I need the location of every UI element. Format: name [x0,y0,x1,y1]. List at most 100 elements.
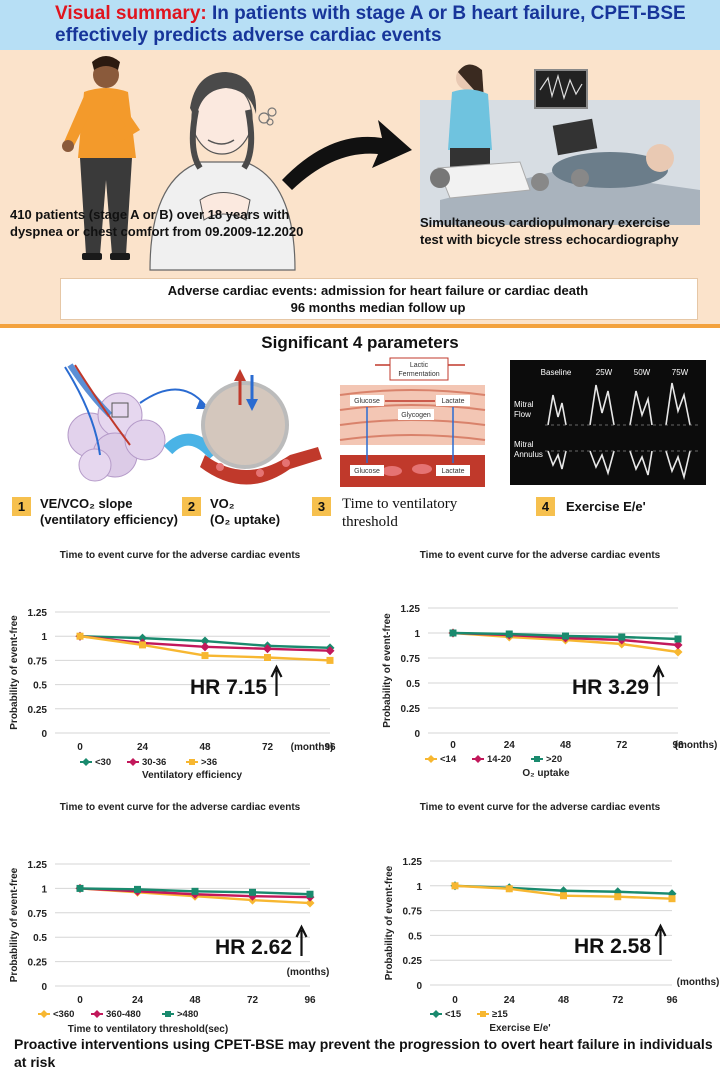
y-axis-label: Probability of event-free [9,867,20,982]
x-tick-label: 24 [132,995,144,1006]
legend-label: 14-20 [487,754,511,765]
x-tick-label: 72 [616,740,628,751]
chart-exercise-e-e-prime: Time to event curve for the adverse card… [384,802,719,1034]
test-caption-line1: Simultaneous cardiopulmonary exercise [420,215,670,230]
mitral-doppler-panel: Baseline 25W 50W 75W Mitral Flow Mitral … [510,360,706,485]
data-point [263,644,272,654]
parameter-2-label: VO₂ (O₂ uptake) [210,496,281,527]
up-arrow-head [295,924,308,938]
x-tick-label: 96 [666,995,678,1006]
legend-label: >36 [201,757,217,768]
test-caption-line2: test with bicycle stress echocardiograph… [420,232,679,247]
x-tick-label: 48 [560,740,572,751]
x-tick-label: 72 [612,995,624,1006]
y-tick-label: 0.75 [28,909,48,920]
chart-title: Time to event curve for the adverse card… [420,550,661,561]
x-axis-label: Ventilatory efficiency [142,770,242,780]
parameters-illustration: Lactic Fermentation Glucose Lactate Glyc… [64,357,706,487]
parameters-title: Significant 4 parameters [261,333,459,352]
y-tick-label: 0.25 [28,705,48,716]
lactate-label-top: Lactate [442,398,465,405]
chart-title: Time to event curve for the adverse card… [420,802,661,813]
chart-title: Time to event curve for the adverse card… [60,550,301,561]
glycogen-label: Glycogen [401,412,431,419]
data-point [667,889,677,899]
page-title: Visual summary: In patients with stage A… [55,3,695,47]
legend-label: 360-480 [106,1009,141,1020]
fermentation-label: Fermentation [398,371,439,378]
data-point [191,887,199,895]
data-point [674,635,682,643]
data-point [306,890,314,898]
legend-marker [480,1011,486,1017]
y-tick-label: 0 [41,982,47,993]
legend-label: 30-36 [142,757,166,768]
patients-caption-line1: 410 patients (stage A or B) over 18 year… [10,207,290,222]
y-axis-label: Probability of event-free [384,865,395,980]
alveoli-illustration [64,363,166,482]
parameter-3-label: Time to ventilatory threshold [342,496,458,530]
adverse-events-line2: 96 months median follow up [290,300,466,315]
muscle-metabolism-illustration: Lactic Fermentation Glucose Lactate Glyc… [339,357,486,487]
y-tick-label: 0.5 [33,681,47,692]
data-point [76,884,84,892]
legend-marker [534,756,540,762]
mitral-flow-label-b: Flow [514,410,531,419]
data-point [560,892,567,900]
data-point [134,885,141,893]
legend-label: <15 [445,1009,462,1020]
y-tick-label: 0.25 [403,956,423,967]
glucose-label-top: Glucose [354,398,380,405]
y-tick-label: 0.75 [28,656,48,667]
data-point [249,888,256,896]
x-tick-label: 48 [558,995,570,1006]
hazard-ratio-label: HR 7.15 [190,676,267,699]
parameter-1-label: VE/VCO₂ slope (ventilatory efficiency) [40,496,178,527]
data-point [305,898,315,908]
x-tick-label: 48 [199,742,211,753]
legend-label: ≥15 [492,1009,508,1020]
adverse-events-box [60,278,698,320]
x-tick-label: 96 [304,995,316,1006]
y-tick-label: 0 [41,729,47,740]
x-unit-label: (months) [287,967,330,978]
y-tick-label: 0.5 [33,933,47,944]
x-tick-label: 72 [262,742,274,753]
title-blue: In patients with stage A or B heart fail… [55,3,686,46]
data-point [76,632,84,640]
band-divider [0,324,720,328]
y-tick-label: 1.25 [403,857,423,868]
x-unit-label: (months) [291,742,334,753]
data-point [618,633,626,641]
up-arrow-head [270,664,283,678]
x-axis-label: Time to ventilatory threshold(sec) [68,1024,228,1034]
y-tick-label: 0.5 [408,931,422,942]
y-tick-label: 0.25 [28,958,48,969]
chest-pain-woman-illustration [149,72,296,271]
hazard-ratio-label: HR 2.62 [215,936,292,959]
adverse-events-text: Adverse cardiac events: admission for he… [60,282,696,316]
data-point [613,887,623,897]
legend-label: <14 [440,754,457,765]
x-tick-label: 96 [672,740,684,751]
data-point [326,656,334,664]
x-tick-label: 48 [189,995,201,1006]
parameter-2-number: 2 [182,497,201,516]
data-point [562,632,569,640]
data-point [138,633,147,643]
parameter-4-label: Exercise E/e' [566,499,646,514]
legend-label: <360 [53,1009,74,1020]
parameter-1-number: 1 [12,497,31,516]
cpet-bse-test-illustration [420,64,700,225]
y-tick-label: 1.25 [28,860,48,871]
legend-marker [82,758,90,766]
w25-label: 25W [596,368,613,377]
data-point [673,640,683,650]
x-tick-label: 0 [77,995,83,1006]
y-tick-label: 0.5 [406,679,420,690]
x-tick-label: 0 [452,995,458,1006]
alveolus-gas-exchange-illustration [163,369,322,485]
patients-caption-line2: dyspnea or chest comfort from 09.2009-12… [10,224,304,239]
y-axis-label: Probability of event-free [9,615,20,730]
legend-marker [189,759,195,765]
